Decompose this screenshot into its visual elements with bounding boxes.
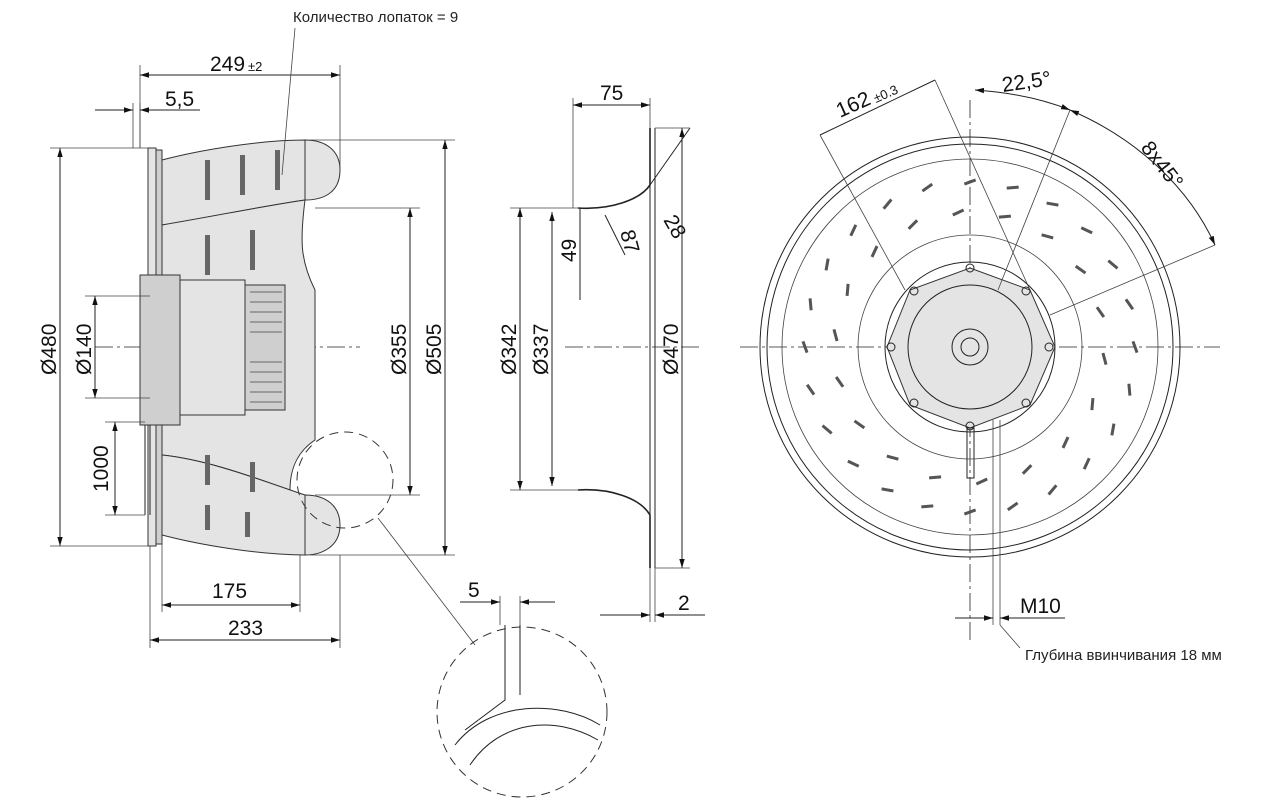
- dim-pcd-162-tol: ±0.3: [871, 82, 900, 106]
- blade-slot: [1131, 340, 1139, 354]
- screw-depth-note: Глубина ввинчивания 18 мм: [1025, 647, 1222, 664]
- dim-dia-342: Ø342: [498, 324, 521, 375]
- blade-slot: [1061, 436, 1070, 449]
- dim-overall-depth: 249: [210, 53, 245, 76]
- blade-slot: [1080, 226, 1093, 235]
- inlet-ring-circle: [857, 234, 1083, 460]
- inlet-section-view: 75 28 49 87 Ø342 Ø337 Ø470 2: [498, 82, 705, 622]
- impeller-bottom-lip: [304, 494, 341, 556]
- blade-slot: [963, 508, 977, 516]
- blade-slot: [886, 454, 899, 461]
- blade-slot: [801, 340, 809, 354]
- dim-233: 233: [228, 617, 263, 640]
- dim-angle-22: 22,5°: [1000, 67, 1052, 97]
- motor-mount: [139, 274, 181, 426]
- dim-2: 2: [678, 592, 690, 615]
- blade-slot: [1082, 457, 1091, 470]
- detail-leader: [377, 517, 476, 646]
- blade-slot: [1107, 259, 1119, 270]
- dim-flange-thickness: 5,5: [165, 88, 194, 111]
- mounting-holes: [886, 263, 1054, 431]
- blade-slot: [1095, 306, 1106, 318]
- dim-49: 49: [558, 239, 581, 262]
- blade-slot: [1074, 264, 1087, 275]
- dim-cable-1000: 1000: [90, 445, 113, 492]
- dim-dia-480: Ø480: [38, 324, 61, 375]
- blade-slot: [1041, 233, 1054, 240]
- dim-dia-470: Ø470: [660, 324, 683, 375]
- blade-slot: [870, 245, 879, 258]
- dim-75: 75: [600, 82, 623, 105]
- blade-slot: [1046, 201, 1059, 207]
- dim-162-line: [819, 79, 936, 136]
- dim-dia-337: Ø337: [530, 324, 553, 375]
- blade-slot: [907, 219, 919, 230]
- dim-28: 28: [659, 211, 691, 243]
- blade-slot: [921, 504, 934, 509]
- blade-slot: [821, 424, 833, 435]
- dim-overall-depth-tol: ±2: [248, 59, 262, 74]
- blade-slots-bottom: [205, 455, 255, 537]
- inlet-nozzle-bottom: [577, 488, 651, 568]
- blade-slot: [1006, 501, 1019, 512]
- blade-slot: [1124, 298, 1135, 311]
- inlet-nozzle-top: [577, 128, 651, 210]
- dim-87: 87: [615, 227, 643, 256]
- impeller-outer-ring: [759, 136, 1181, 558]
- blade-slot: [882, 198, 893, 210]
- blade-slot: [963, 178, 977, 186]
- dim-5: 5: [468, 579, 480, 602]
- front-view: 162 ±0.3 22,5° 8x45° M10 Глубина ввинчив…: [740, 67, 1222, 664]
- blade-count-leader: [281, 27, 296, 176]
- blade-slot: [1006, 185, 1019, 190]
- blade-slot: [975, 477, 988, 486]
- blade-slot: [1101, 352, 1108, 365]
- motor-rotor: [244, 284, 286, 411]
- front-cable: [966, 427, 975, 479]
- blade-slots-top: [205, 150, 280, 275]
- blade-count-note: Количество лопаток = 9: [293, 9, 458, 26]
- detail-marker-circle: [296, 431, 394, 529]
- blade-slot: [921, 182, 934, 193]
- blade-slot: [881, 487, 894, 493]
- dim-dia-505: Ø505: [423, 324, 446, 375]
- blade-slot: [1110, 423, 1116, 436]
- blade-slot: [847, 459, 860, 468]
- detail-view: 5: [436, 579, 608, 798]
- blade-slot: [805, 383, 816, 396]
- blade-slot: [928, 475, 942, 480]
- blade-slot: [824, 258, 830, 271]
- dim-dia-355: Ø355: [388, 324, 411, 375]
- blade-slot: [845, 283, 850, 297]
- dim-angle-8x45: 8x45°: [1136, 137, 1187, 194]
- blade-slot: [808, 298, 813, 311]
- blade-slot: [853, 419, 866, 430]
- dim-175: 175: [212, 580, 247, 603]
- dim-pcd-162: 162: [833, 87, 874, 122]
- leader-28: [649, 127, 691, 186]
- blade-slot: [834, 376, 845, 388]
- motor-housing: [179, 279, 246, 416]
- blade-slots-front: [801, 178, 1139, 516]
- blade-slot: [832, 329, 839, 342]
- detail-circle: [436, 626, 608, 798]
- blade-slot: [1127, 383, 1132, 396]
- screw-depth-leader: [999, 624, 1021, 649]
- dim-dia-140: Ø140: [73, 324, 96, 375]
- blade-slot: [1021, 464, 1033, 475]
- side-view: 249 ±2 5,5 Количество лопаток = 9 Ø480 Ø…: [38, 9, 476, 648]
- dim-thread-m10: M10: [1020, 595, 1061, 618]
- blade-slot: [952, 208, 965, 217]
- leader-87: [604, 214, 626, 256]
- motor-fins: [250, 291, 282, 403]
- blade-slot: [1047, 484, 1058, 496]
- blade-slot: [1090, 397, 1095, 411]
- blade-slot: [998, 214, 1012, 219]
- blade-slot: [849, 224, 858, 237]
- impeller-top-lip: [304, 139, 341, 201]
